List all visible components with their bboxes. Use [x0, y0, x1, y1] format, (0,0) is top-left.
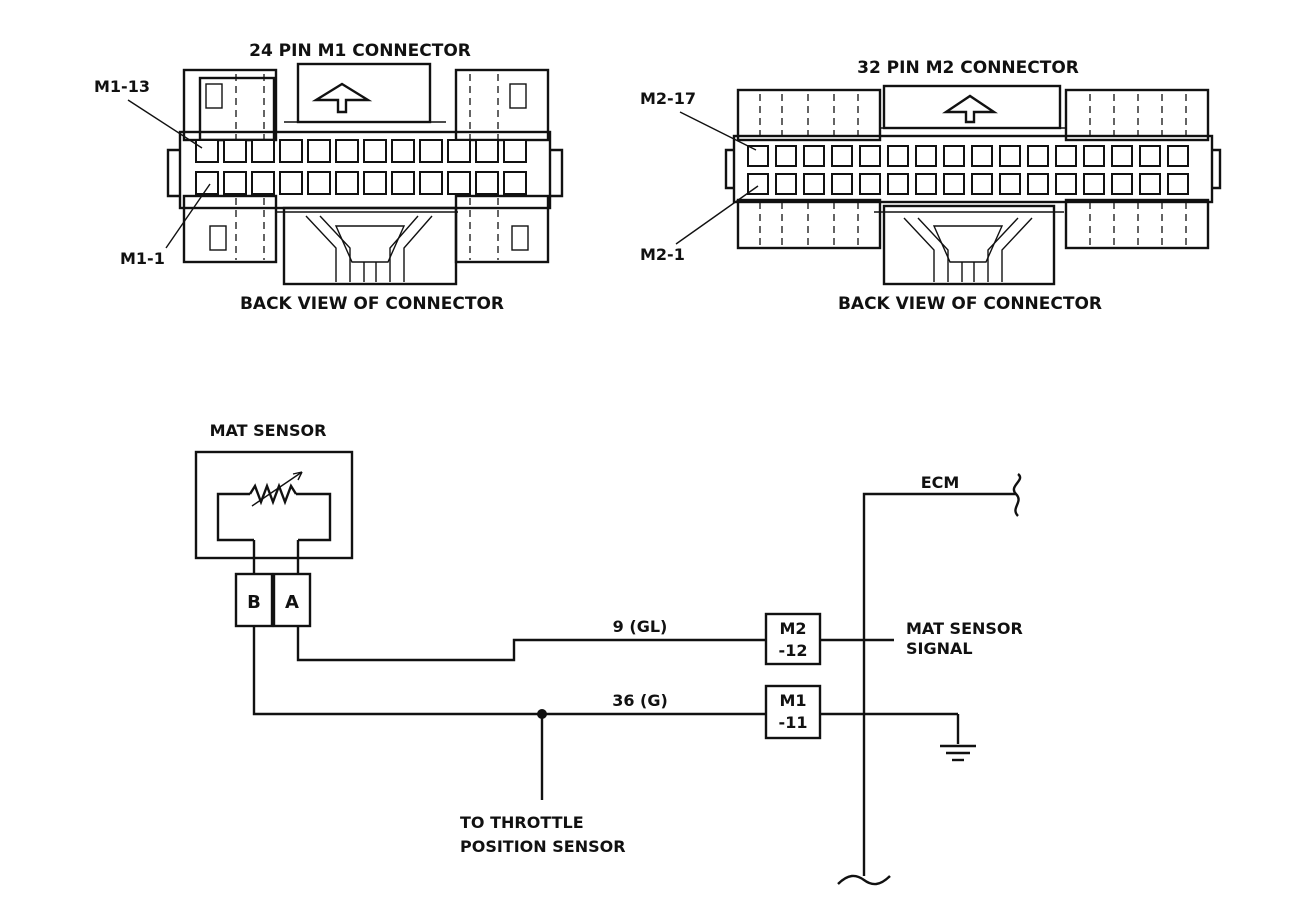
m1-pin1-label: M1-1	[120, 249, 165, 268]
mat-sensor-title: MAT SENSOR	[210, 421, 327, 440]
tps-label-line2: POSITION SENSOR	[460, 837, 626, 856]
m1-pin13-label: M1-13	[94, 77, 150, 96]
signal-wire-label: 9 (GL)	[613, 617, 668, 636]
ecm-pin-m2-line2: -12	[779, 641, 808, 660]
ecm-pin-m2-line1: M2	[779, 619, 806, 638]
m2-latch-arrow-icon	[942, 94, 998, 124]
terminal-b	[234, 572, 274, 628]
ground-wire-label: 36 (G)	[612, 691, 668, 710]
wiring: 9 (GL) 36 (G) TO THROTTLE POSITION SENSO…	[252, 617, 766, 856]
m1-connector: 24 PIN M1 CONNECTOR	[94, 41, 564, 314]
ecm-pin-m1-line1: M1	[779, 691, 806, 710]
m2-connector-caption: BACK VIEW OF CONNECTOR	[838, 294, 1102, 314]
ecm-label: ECM	[921, 473, 960, 492]
terminal-b-label: B	[247, 592, 261, 613]
mat-signal-label-line2: SIGNAL	[906, 639, 973, 658]
ecm: ECM M2 -12 MAT SENSOR SIGNAL M1 -11	[764, 473, 1023, 886]
terminal-a-label: A	[285, 592, 299, 613]
m1-connector-caption: BACK VIEW OF CONNECTOR	[240, 294, 504, 314]
ecm-pin-m1-11	[764, 684, 822, 740]
m1-latch-arrow-icon	[311, 82, 373, 114]
thermistor-icon	[248, 482, 298, 506]
ecm-break-bottom	[837, 874, 891, 886]
ground-icon	[940, 744, 976, 762]
ecm-pin-m1-line2: -11	[779, 713, 808, 732]
m2-connector-title: 32 PIN M2 CONNECTOR	[857, 58, 1079, 78]
m1-connector-title: 24 PIN M1 CONNECTOR	[249, 41, 471, 61]
m2-pin17-label: M2-17	[640, 89, 696, 108]
mat-sensor: MAT SENSOR B A	[194, 421, 354, 628]
terminal-a	[272, 572, 312, 628]
ecm-break-top	[1012, 473, 1022, 517]
signal-wire	[296, 626, 766, 662]
m1-pin-grid	[195, 139, 527, 195]
tps-label-line1: TO THROTTLE	[460, 813, 584, 832]
m2-pin1-label: M2-1	[640, 245, 685, 264]
m2-pin-grid	[747, 145, 1189, 195]
ground-wire	[252, 626, 766, 716]
m2-connector: 32 PIN M2 CONNECTOR	[640, 58, 1222, 314]
mat-signal-label-line1: MAT SENSOR	[906, 619, 1023, 638]
